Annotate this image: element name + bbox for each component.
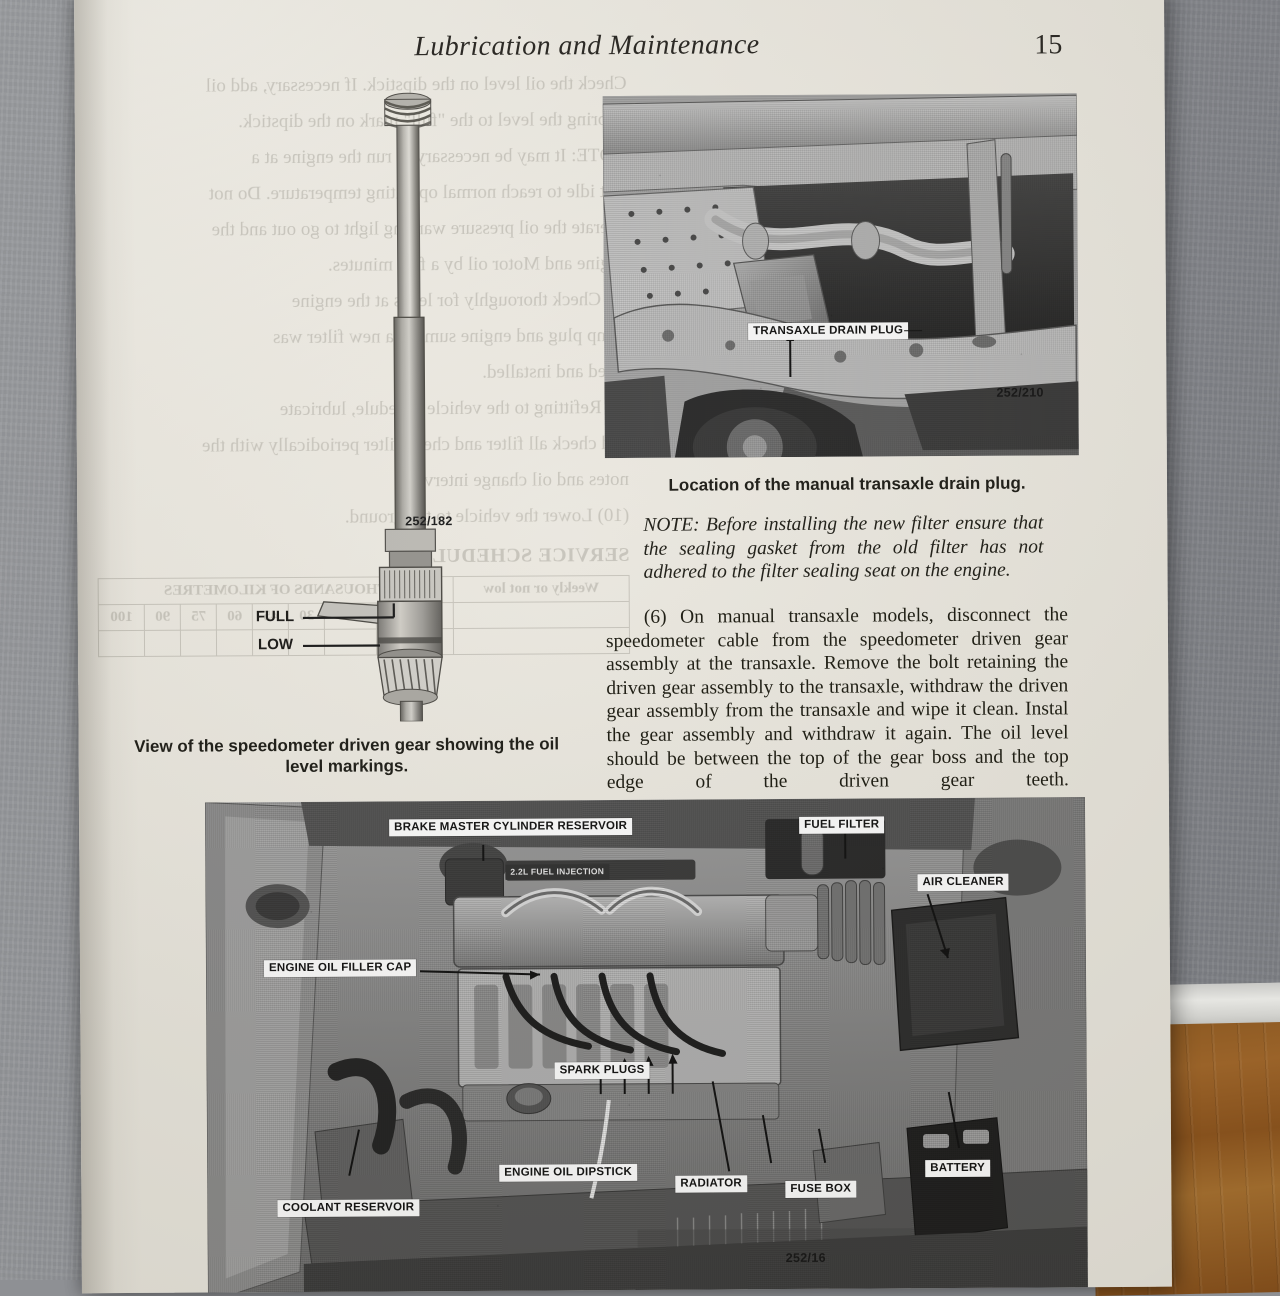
transaxle-underside-photo: TRANSAXLE DRAIN PLUG 252/210	[603, 93, 1079, 458]
bleed-td: 60	[217, 604, 253, 630]
figure-number-252-16: 252/16	[786, 1251, 826, 1265]
page-number: 15	[1034, 29, 1062, 61]
caption-line-2: level markings.	[285, 756, 408, 776]
transaxle-photo-caption: Location of the manual transaxle drain p…	[617, 473, 1077, 497]
callout-brake-master-cylinder-reservoir: BRAKE MASTER CYLINDER RESERVOIR	[389, 818, 632, 836]
bleed-td	[181, 630, 217, 656]
step-6-text: (6) On manual transaxle models, disconne…	[606, 604, 1069, 793]
callout-fuse-box: FUSE BOX	[785, 1181, 856, 1198]
bleed-td: 75	[181, 604, 217, 630]
manual-page: Check the oil level on the dipstick. If …	[74, 0, 1172, 1293]
engine-marking-plate: 2.2L FUEL INJECTION	[505, 864, 609, 879]
callout-spark-plugs: SPARK PLUGS	[555, 1062, 650, 1079]
bleed-td	[217, 630, 253, 656]
speedometer-gear-artwork	[255, 80, 559, 722]
callout-radiator: RADIATOR	[675, 1175, 747, 1192]
figure-number-252-210: 252/210	[996, 385, 1043, 399]
figure-number-252-182: 252/182	[405, 514, 452, 528]
callout-battery: BATTERY	[925, 1160, 990, 1177]
engine-bay-photo: 2.2L FUEL INJECTION BRAKE MASTER CYLINDE…	[205, 797, 1088, 1293]
label-low: LOW	[258, 636, 293, 653]
speedometer-driven-gear-figure: FULL LOW	[255, 80, 559, 722]
bleed-td	[98, 630, 145, 656]
callout-air-cleaner: AIR CLEANER	[917, 874, 1008, 891]
bleed-td: 90	[145, 604, 181, 630]
caption-line-1: View of the speedometer driven gear show…	[134, 734, 559, 756]
page-title: Lubrication and Maintenance	[414, 29, 759, 63]
bleed-td: 100	[98, 604, 145, 630]
step-6-paragraph: (6) On manual transaxle models, disconne…	[606, 603, 1069, 795]
callout-fuel-filter: FUEL FILTER	[799, 816, 884, 833]
photo-grain	[205, 797, 1088, 1293]
label-full: FULL	[256, 608, 294, 625]
callout-transaxle-drain-plug: TRANSAXLE DRAIN PLUG	[748, 322, 908, 339]
callout-engine-oil-filler-cap: ENGINE OIL FILLER CAP	[264, 959, 417, 976]
callout-leader	[904, 330, 922, 332]
note-paragraph: NOTE: Before installing the new filter e…	[643, 511, 1043, 584]
speedometer-gear-caption: View of the speedometer driven gear show…	[97, 734, 597, 779]
callout-coolant-reservoir: COOLANT RESERVOIR	[277, 1199, 419, 1216]
running-head: Lubrication and Maintenance 15	[74, 27, 1164, 74]
callout-engine-oil-dipstick: ENGINE OIL DIPSTICK	[499, 1164, 637, 1181]
photo-grain	[603, 93, 1079, 458]
bleed-td	[145, 630, 181, 656]
